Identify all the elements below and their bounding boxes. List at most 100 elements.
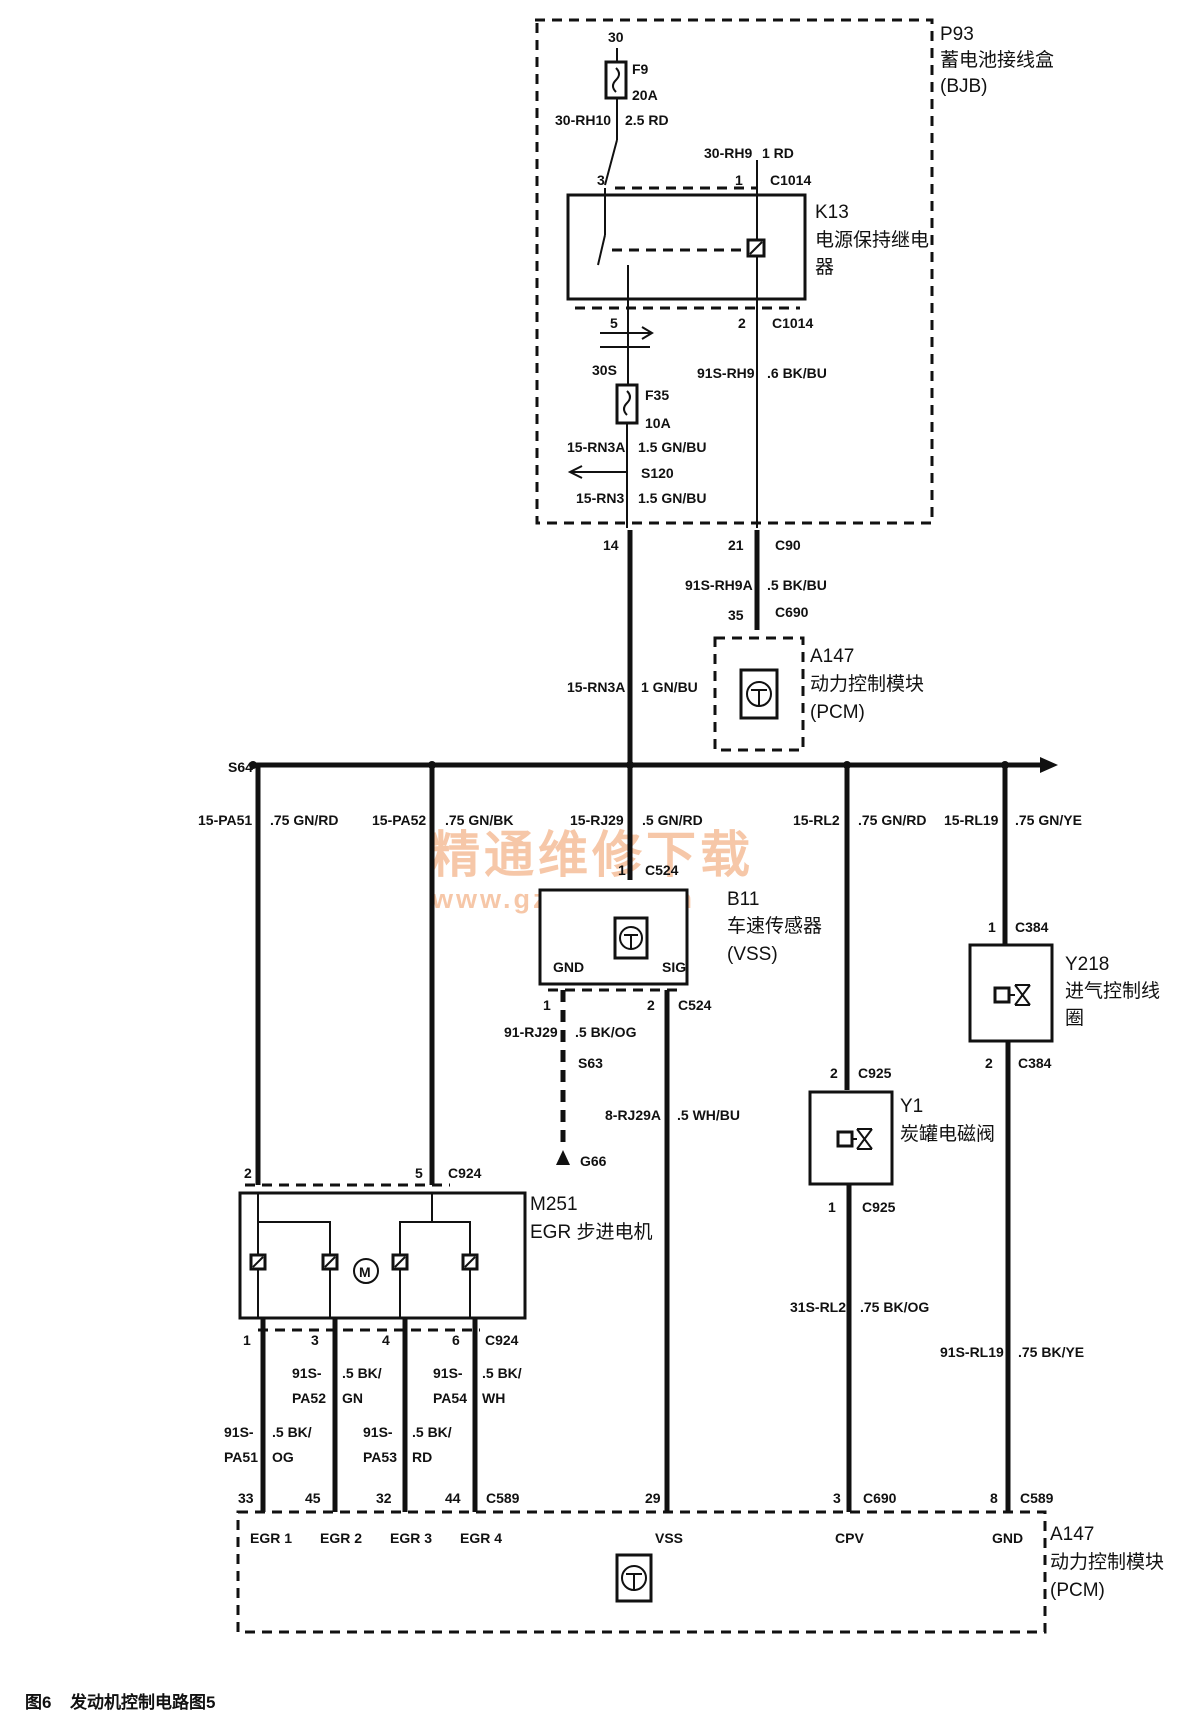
pa53-l2: PA53 [363, 1449, 397, 1465]
branch1-wire: .75 GN/RD [270, 812, 338, 828]
m251-motor-icon [353, 1258, 379, 1284]
bus-node-1 [249, 761, 257, 769]
rn3a-wire: 1.5 GN/BU [638, 439, 706, 455]
m251-p1: 1 [243, 1332, 251, 1348]
rn3-wire: 1.5 GN/BU [638, 490, 706, 506]
vss-sig-wire: .5 WH/BU [677, 1107, 740, 1123]
pa53-l1: 91S- [363, 1424, 393, 1440]
k13-pin2: 2 [738, 315, 746, 331]
splice-30s-symbol [600, 326, 654, 348]
bus-arrow [1040, 757, 1058, 773]
og-l2: OG [272, 1449, 294, 1465]
rl19-circuit: 91S-RL19 [940, 1344, 1004, 1360]
pa52-l1: 91S- [292, 1365, 322, 1381]
branch1-circuit: 15-PA51 [198, 812, 252, 828]
branch4-circuit: 15-RL2 [793, 812, 840, 828]
vss-conn-top: C524 [645, 862, 679, 878]
k13-feed-wire: 1 RD [762, 145, 794, 161]
vss-sig-label: SIG [662, 959, 686, 975]
pcm-conn-c690: C690 [863, 1490, 897, 1506]
pcm-top-abbr: (PCM) [810, 702, 865, 723]
ground-g66-symbol [556, 1150, 570, 1165]
pcm-label-egr3: EGR 3 [390, 1530, 432, 1546]
splice-30s: 30S [592, 362, 617, 378]
y218-name-1: 进气控制线 [1065, 980, 1160, 1002]
pcm-bottom-name: 动力控制模块 [1050, 1551, 1164, 1573]
f9-circuit: 30-RH10 [555, 112, 611, 128]
y218-name-2: 圈 [1065, 1008, 1084, 1029]
rn3a-feed-circuit: 15-RN3A [567, 679, 625, 695]
y218-valve-icon [1009, 984, 1031, 1006]
pcm-conn-c589: C589 [486, 1490, 520, 1506]
k13-feed-circuit: 30-RH9 [704, 145, 752, 161]
pcm-label-gnd: GND [992, 1530, 1023, 1546]
y1-name: 炭罐电磁阀 [900, 1123, 995, 1145]
f9-id: F9 [632, 61, 649, 77]
rn3a-feed-wire: 1 GN/BU [641, 679, 698, 695]
k13-feed-diag [604, 139, 618, 186]
vss-abbr: (VSS) [727, 944, 778, 965]
m251-conn-bottom: C924 [485, 1332, 519, 1348]
caption-text: 发动机控制电路图5 [69, 1692, 215, 1712]
branch3-circuit: 15-RJ29 [570, 812, 624, 828]
rh9-circuit: 91S-RH9 [697, 365, 755, 381]
pa54-l2: PA54 [433, 1390, 467, 1406]
pcm-conn-c589b: C589 [1020, 1490, 1054, 1506]
bjb-abbr: (BJB) [940, 76, 988, 97]
m251-id: M251 [530, 1194, 578, 1215]
f9-rating: 20A [632, 87, 658, 103]
vss-p2: 2 [647, 997, 655, 1013]
branch2-wire: .75 GN/BK [445, 812, 513, 828]
rl2-wire: .75 BK/OG [860, 1299, 929, 1315]
watermark-cn: 精通维修下载 [430, 827, 754, 883]
f9-wire-spec: 2.5 RD [625, 112, 669, 128]
c90-pin14: 14 [603, 537, 619, 553]
y1-id: Y1 [900, 1096, 923, 1117]
rd-l2: RD [412, 1449, 432, 1465]
vss-pin1: 1 [618, 862, 626, 878]
splice-s63: S63 [578, 1055, 603, 1071]
y218-id: Y218 [1065, 954, 1109, 975]
splice-s120: S120 [641, 465, 674, 481]
m251-p4: 4 [382, 1332, 390, 1348]
vss-gnd-label: GND [553, 959, 584, 975]
y1-pin1: 1 [828, 1199, 836, 1215]
vss-icon-mark [624, 934, 638, 949]
pcm-bottom-id: A147 [1050, 1524, 1094, 1545]
y1-conn-top: C925 [858, 1065, 892, 1081]
pcm-pin-8: 8 [990, 1490, 998, 1506]
rh9-wire: .6 BK/BU [767, 365, 827, 381]
k13-name-1: 电源保持继电 [815, 229, 929, 251]
vss-sig-circuit: 8-RJ29A [605, 1107, 661, 1123]
k13-pin3: 3 [597, 172, 605, 188]
pcm-top-box [713, 636, 805, 752]
bjb-box [535, 18, 934, 525]
pcm-pin-32: 32 [376, 1490, 392, 1506]
c690-connector: C690 [775, 604, 809, 620]
y218-coil [968, 943, 1054, 1043]
y218-conn-top: C384 [1015, 919, 1049, 935]
wh-l2: WH [482, 1390, 505, 1406]
pcm-top-id: A147 [810, 646, 854, 667]
y218-conn-bottom: C384 [1018, 1055, 1052, 1071]
branch3-wire: .5 GN/RD [642, 812, 703, 828]
pcm-top-name: 动力控制模块 [810, 673, 924, 695]
y218-pin1: 1 [988, 919, 996, 935]
k13-pin5: 5 [610, 315, 618, 331]
pcm-label-egr4: EGR 4 [460, 1530, 502, 1546]
bus-splice: S64 [228, 759, 253, 775]
branch4-wire: .75 GN/RD [858, 812, 926, 828]
vss-p1: 1 [543, 997, 551, 1013]
y1-pin2: 2 [830, 1065, 838, 1081]
rh9a-circuit: 91S-RH9A [685, 577, 753, 593]
gn-l1: .5 BK/ [342, 1365, 382, 1381]
pa51-l1: 91S- [224, 1424, 254, 1440]
pcm-pin-29: 29 [645, 1490, 661, 1506]
k13-name-2: 器 [815, 257, 834, 278]
y218-pin2: 2 [985, 1055, 993, 1071]
rh9a-wire: .5 BK/BU [767, 577, 827, 593]
f9-pin-30: 30 [608, 29, 624, 45]
f35-rating: 10A [645, 415, 671, 431]
pa51-l2: PA51 [224, 1449, 258, 1465]
branch5-wire: .75 GN/YE [1015, 812, 1082, 828]
